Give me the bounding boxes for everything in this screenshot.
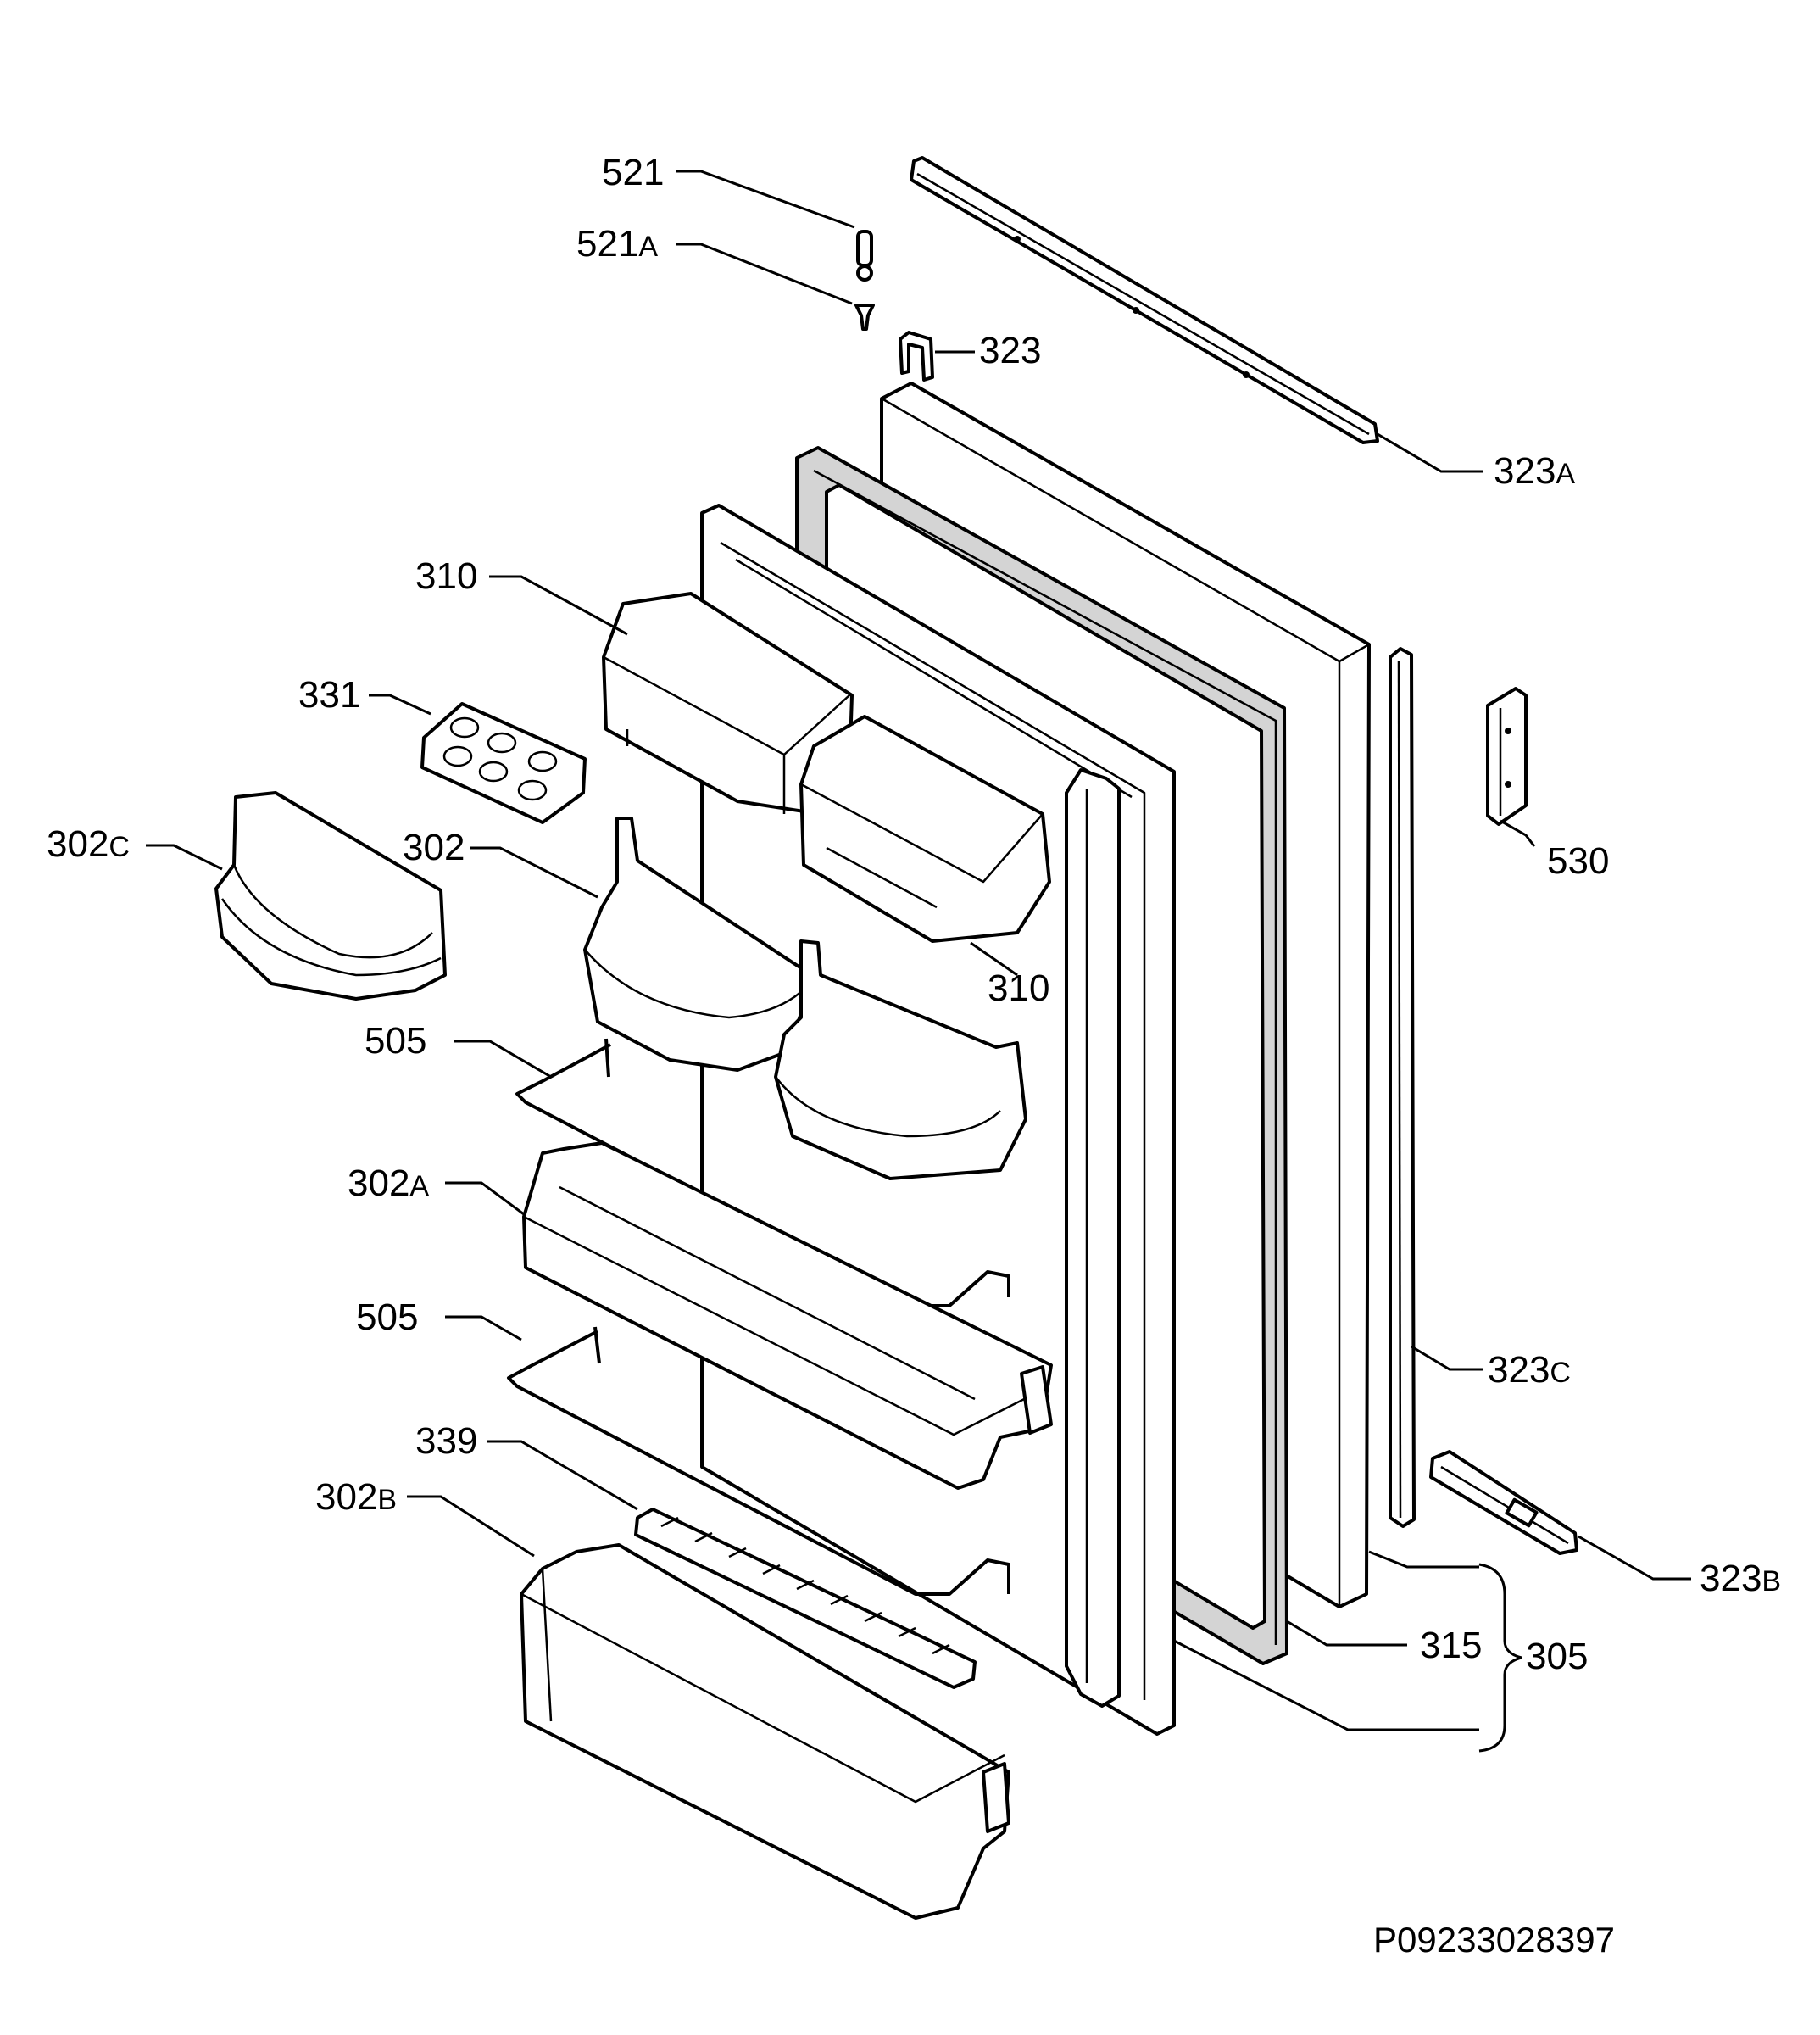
label-310-mid: 310 xyxy=(988,967,1049,1009)
label-323a: 323A xyxy=(1494,450,1575,492)
label-505-top: 505 xyxy=(365,1020,426,1062)
part-bottle-divider[interactable] xyxy=(634,1508,977,1689)
part-door-shelf-wide[interactable] xyxy=(522,1141,1053,1490)
label-323b: 323B xyxy=(1700,1558,1781,1599)
label-310-top: 310 xyxy=(415,555,477,597)
part-dairy-compartment-lower[interactable] xyxy=(799,715,1051,943)
label-331: 331 xyxy=(298,674,360,716)
label-505-low: 505 xyxy=(356,1296,418,1338)
part-labels: 521 521A 323 323A 310 331 302C 302 310 5… xyxy=(47,152,1781,1960)
part-top-hinge-rail[interactable] xyxy=(910,156,1379,444)
part-door-front-strip[interactable] xyxy=(1065,768,1121,1708)
label-323c: 323C xyxy=(1488,1349,1571,1391)
part-egg-tray[interactable] xyxy=(420,702,587,824)
label-521: 521 xyxy=(602,152,664,193)
label-302: 302 xyxy=(403,827,465,868)
drawing-code: P09233028397 xyxy=(1373,1920,1615,1960)
label-530: 530 xyxy=(1547,840,1609,882)
label-521a: 521A xyxy=(576,223,658,265)
part-door-shelf-bottom[interactable] xyxy=(520,1543,1010,1920)
part-shelf-retainer-lower[interactable] xyxy=(507,1326,1010,1596)
part-dairy-compartment-upper[interactable] xyxy=(602,592,854,816)
label-302c: 302C xyxy=(47,823,130,865)
part-small-clip[interactable] xyxy=(899,331,934,382)
part-hinge-pin[interactable] xyxy=(856,230,873,282)
part-door-shelf-upper[interactable] xyxy=(583,817,1027,1180)
label-339: 339 xyxy=(415,1420,477,1462)
part-hinge-bracket[interactable] xyxy=(1486,687,1528,826)
part-assembly-bracket xyxy=(1478,1563,1522,1753)
part-bottom-hinge[interactable] xyxy=(1429,1450,1578,1555)
leader-lines xyxy=(146,170,1691,1731)
label-305: 305 xyxy=(1526,1636,1588,1677)
part-screw[interactable] xyxy=(854,304,875,331)
part-door-shelf-round[interactable] xyxy=(214,791,447,1001)
label-323: 323 xyxy=(979,330,1041,371)
part-side-trim-strip[interactable] xyxy=(1389,647,1416,1528)
label-302b: 302B xyxy=(315,1476,397,1518)
label-315: 315 xyxy=(1420,1625,1482,1666)
label-302a: 302A xyxy=(348,1162,429,1204)
